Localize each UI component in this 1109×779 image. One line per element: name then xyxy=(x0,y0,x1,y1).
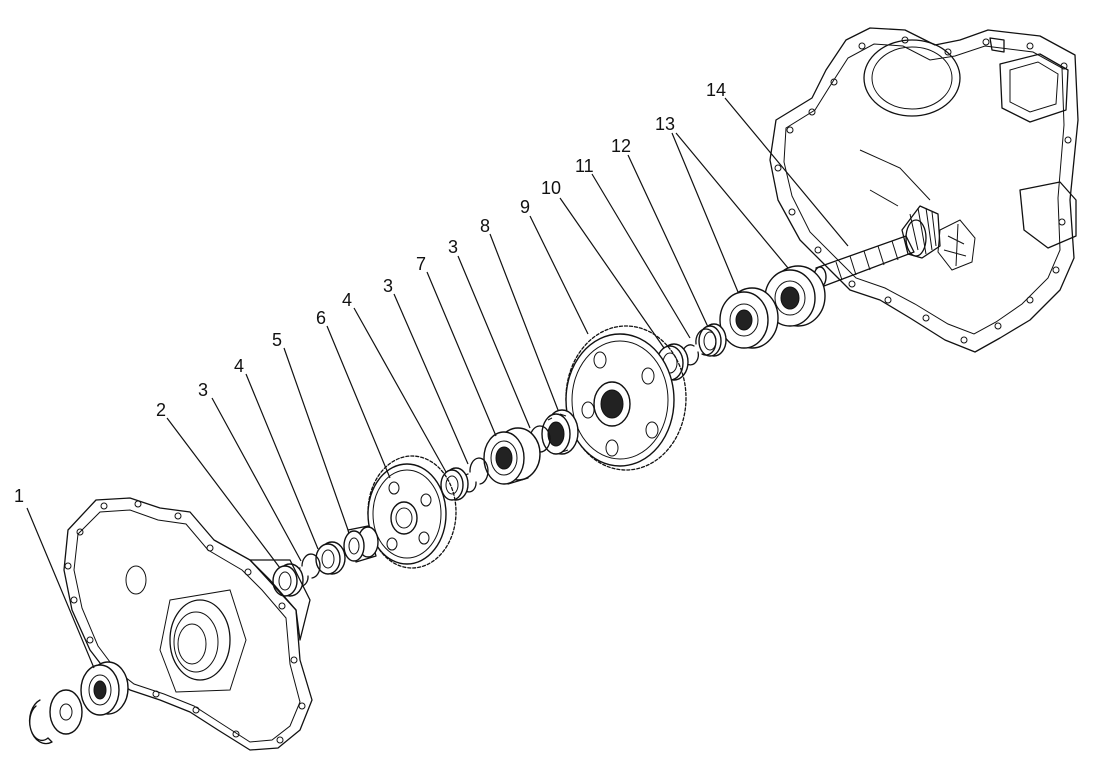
callout-3: 3 xyxy=(383,276,393,296)
part-1-washer xyxy=(49,689,83,735)
callout-6: 6 xyxy=(316,308,326,328)
part-13-bearing-left xyxy=(719,287,779,349)
part-9-large-gear xyxy=(565,325,687,471)
callout-5: 5 xyxy=(272,330,282,350)
callout-4: 4 xyxy=(234,356,244,376)
callout-8: 8 xyxy=(480,216,490,236)
part-1-bearing xyxy=(80,661,129,716)
callout-3: 3 xyxy=(448,237,458,257)
callout-1: 1 xyxy=(14,486,24,506)
callout-2: 2 xyxy=(156,400,166,420)
callout-12: 12 xyxy=(611,136,631,156)
part-12-spacer xyxy=(698,323,727,357)
callout-11: 11 xyxy=(575,156,594,176)
part-4-thrust-washer-a xyxy=(315,541,346,575)
callouts: 1 2 3 4 5 6 4 3 7 3 8 9 10 11 12 13 14 xyxy=(14,80,726,506)
part-7-collar xyxy=(483,427,541,485)
part-1-circlip xyxy=(28,699,53,745)
callout-3: 3 xyxy=(198,380,208,400)
callout-9: 9 xyxy=(520,197,530,217)
part-14-shaft xyxy=(813,205,941,288)
part-2-thrust-washer xyxy=(272,563,304,597)
part-5-bushing xyxy=(343,525,379,563)
leader-lines xyxy=(26,97,849,669)
transmission-housing xyxy=(769,27,1079,353)
callout-14: 14 xyxy=(706,80,726,100)
callout-10: 10 xyxy=(541,178,561,198)
part-6-small-gear xyxy=(367,455,457,569)
part-4-thrust-washer-b xyxy=(440,467,469,501)
callout-13: 13 xyxy=(655,114,675,134)
callout-7: 7 xyxy=(416,254,426,274)
callout-4: 4 xyxy=(342,290,352,310)
